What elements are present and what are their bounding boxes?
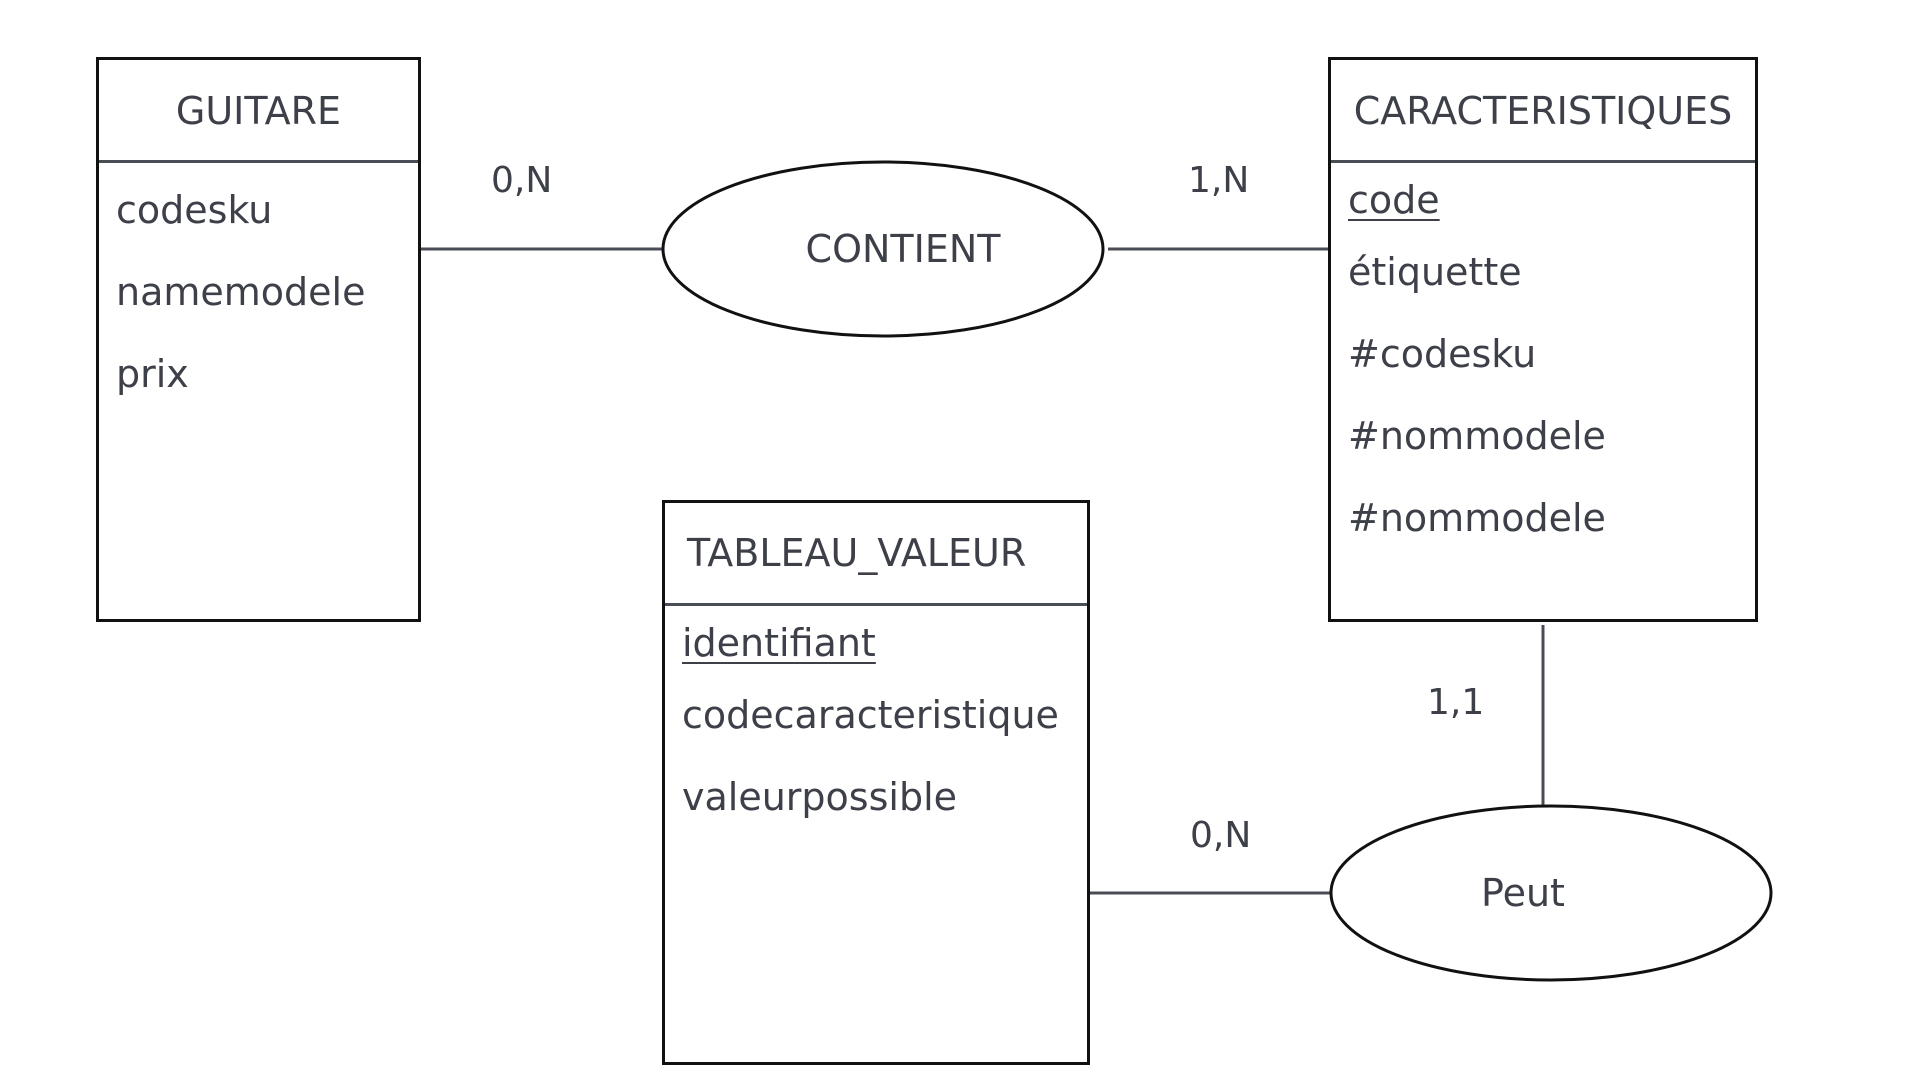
cardinality-caracteristiques-contient: 1,N	[1188, 160, 1250, 201]
guitare-attribute-prix: prix	[116, 352, 189, 396]
relation-peut-label: Peut	[1481, 871, 1565, 915]
caracteristiques-attribute-codesku: #codesku	[1348, 332, 1537, 376]
guitare-attribute-namemodele: namemodele	[116, 270, 366, 314]
caracteristiques-attribute-etiquette: étiquette	[1348, 250, 1522, 294]
entity-caracteristiques-title: CARACTERISTIQUES	[1331, 60, 1755, 163]
caracteristiques-attribute-nommodele-2: #nommodele	[1348, 496, 1606, 540]
cardinality-guitare-contient: 0,N	[491, 160, 553, 201]
peut-relation-ellipse	[1329, 804, 1773, 982]
contient-relation-ellipse	[661, 160, 1105, 338]
entity-guitare-title: GUITARE	[99, 60, 418, 163]
caracteristiques-key-code: code	[1348, 178, 1440, 222]
guitare-attribute-codesku: codesku	[116, 188, 273, 232]
cardinality-tableau-peut: 0,N	[1190, 815, 1252, 856]
entity-caracteristiques: CARACTERISTIQUES code étiquette #codesku…	[1328, 57, 1758, 622]
caracteristiques-attribute-nommodele: #nommodele	[1348, 414, 1606, 458]
cardinality-caracteristiques-peut: 1,1	[1427, 682, 1485, 723]
relation-contient-label: CONTIENT	[805, 227, 1001, 271]
entity-tableau-valeur: TABLEAU_VALEUR identifiant codecaracteri…	[662, 500, 1090, 1065]
tableau-valeur-attribute-valeurpossible: valeurpossible	[682, 775, 957, 819]
entity-tableau-valeur-title: TABLEAU_VALEUR	[665, 503, 1087, 606]
tableau-valeur-attribute-codecaracteristique: codecaracteristique	[682, 693, 1059, 737]
entity-guitare: GUITARE codesku namemodele prix	[96, 57, 421, 622]
tableau-valeur-key-identifiant: identifiant	[682, 621, 876, 665]
